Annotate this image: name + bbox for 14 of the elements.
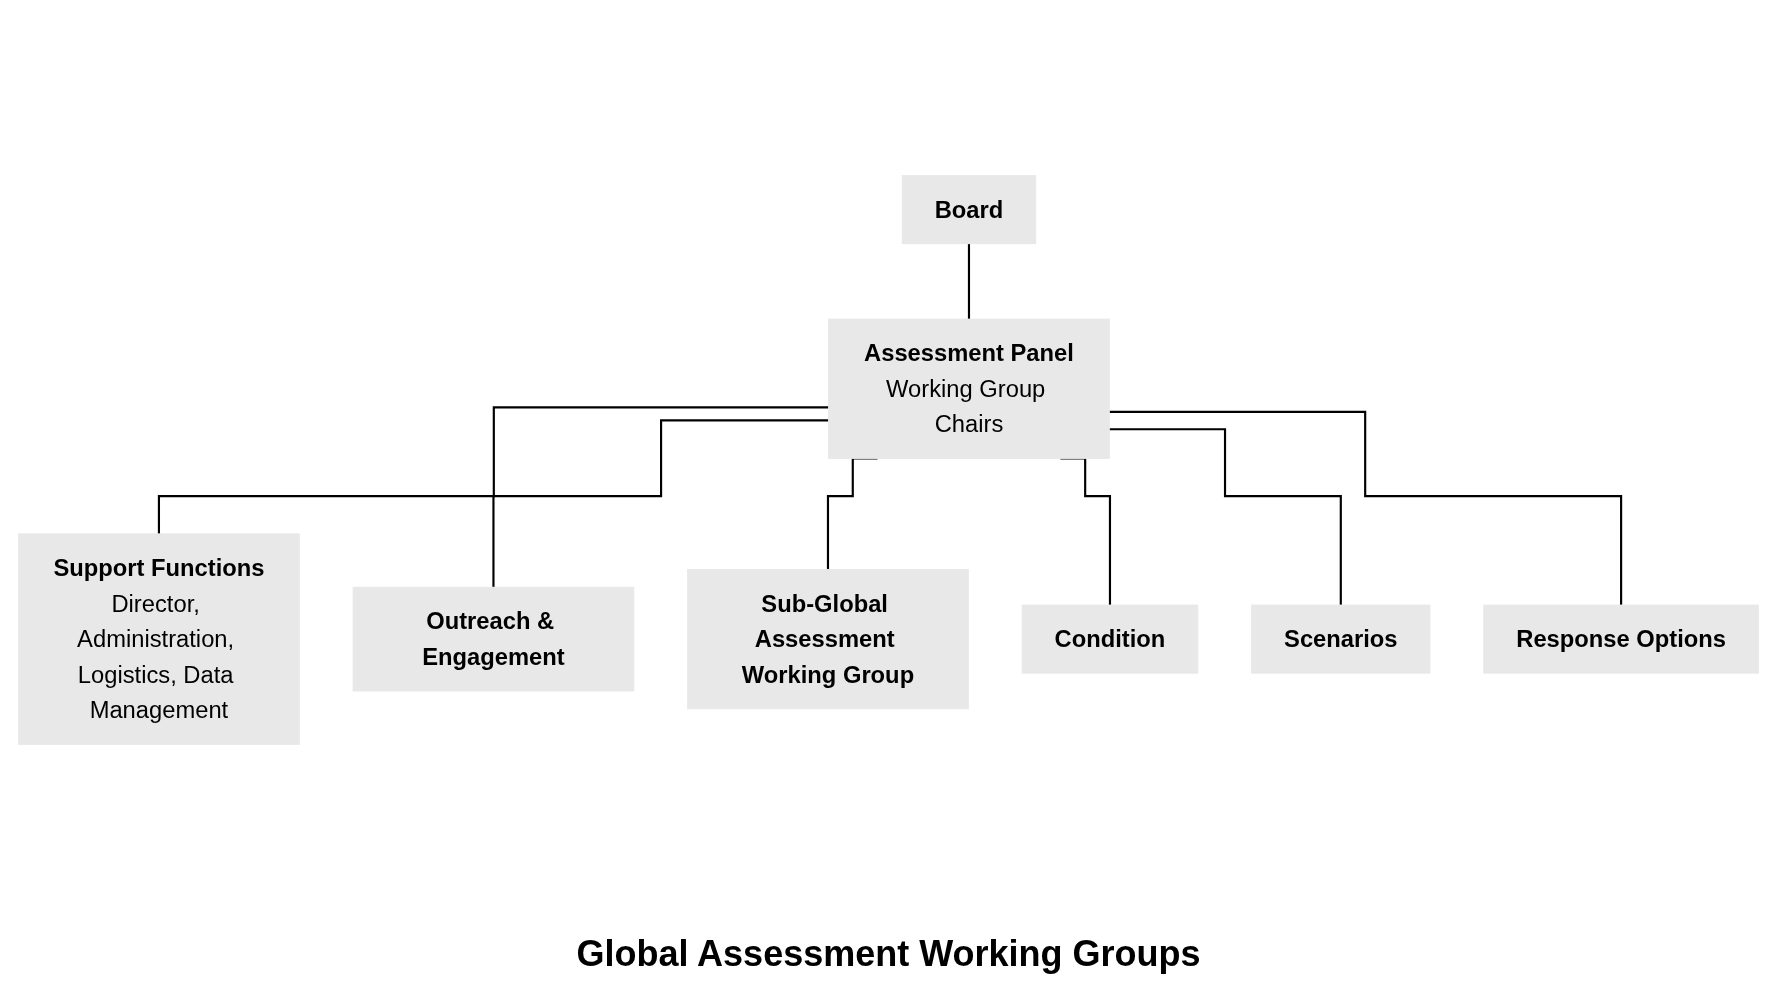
node-box: Condition <box>1021 604 1199 674</box>
connector <box>967 242 971 321</box>
node-box: Sub-Global Assessment Working Group <box>687 569 969 710</box>
connector <box>1109 410 1623 607</box>
node-box: Response Options <box>1483 604 1759 674</box>
node-box: Assessment Panel Working Group Chairs <box>828 318 1110 459</box>
node-box: Outreach & Engagement <box>352 586 635 692</box>
group-caption: Global Assessment Working Groups <box>576 933 1201 975</box>
node-box: Support Functions Director, Administration, Logistics, Data Management <box>18 533 300 745</box>
node-box: Board <box>901 175 1037 245</box>
connector <box>492 419 829 589</box>
node-box: Scenarios <box>1251 604 1431 674</box>
connector <box>1109 428 1342 607</box>
connector <box>157 406 829 535</box>
